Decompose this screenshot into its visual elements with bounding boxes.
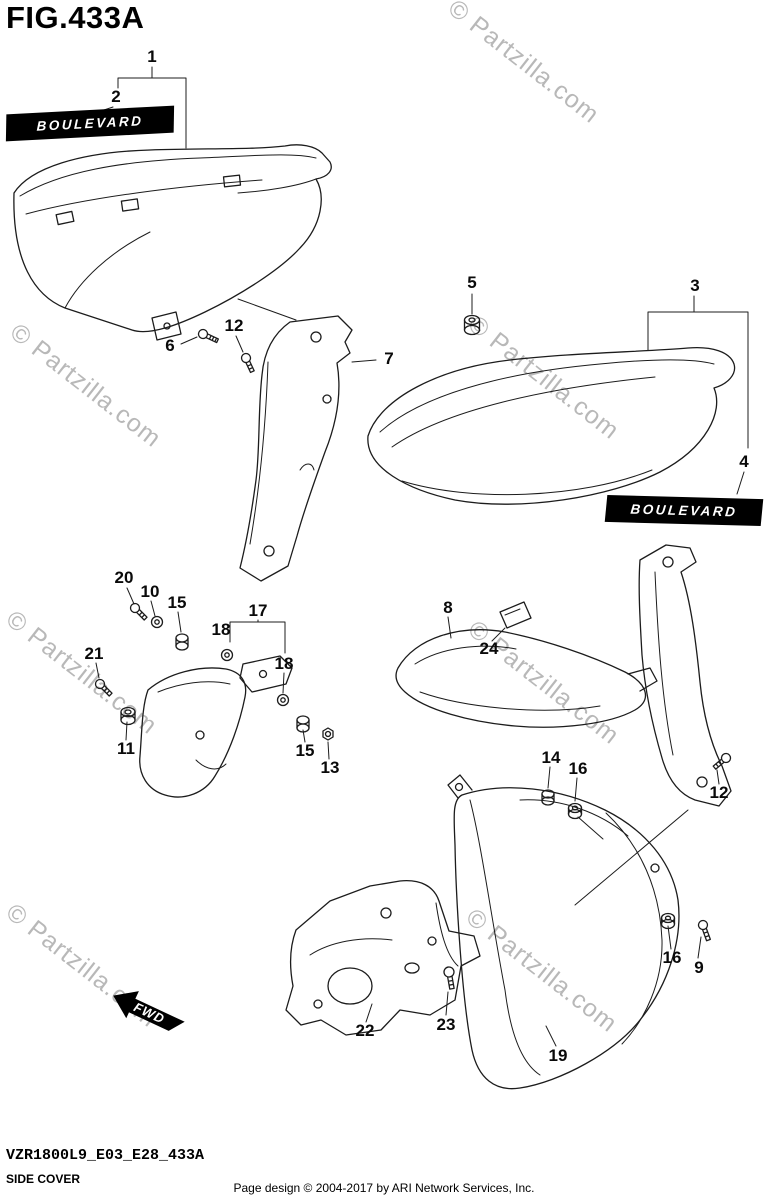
callout-19: 19: [548, 1046, 568, 1065]
part-bracket-22: [285, 880, 481, 1036]
figure-name: SIDE COVER: [6, 1172, 81, 1186]
callout-11: 11: [117, 739, 135, 758]
callout-15: 15: [295, 741, 315, 760]
callout-21: 21: [84, 644, 104, 663]
callout-9: 9: [694, 958, 704, 977]
fwd-label: FWD: [131, 999, 167, 1026]
callout-4: 4: [739, 452, 749, 471]
part-nut-16-lower: [660, 912, 676, 930]
part-cover-8: [395, 629, 658, 728]
part-screw-12-upper: [240, 352, 255, 374]
boulevard-badge-right: BOULEVARD: [604, 494, 764, 527]
callout-10: 10: [140, 582, 160, 601]
callout-14: 14: [541, 748, 561, 767]
callout-16: 16: [568, 759, 588, 778]
part-grommet-5: [463, 314, 481, 336]
callout-12: 12: [224, 316, 244, 335]
part-bracket-7: [239, 315, 353, 582]
callout-15: 15: [167, 593, 187, 612]
part-clip-24: [499, 601, 532, 629]
callout-6: 6: [165, 336, 175, 355]
callout-1: 1: [147, 47, 157, 66]
callout-18: 18: [211, 620, 231, 639]
callout-17: 17: [248, 601, 268, 620]
callout-18: 18: [274, 654, 294, 673]
fwd-arrow: FWD: [100, 960, 210, 1040]
part-side-cover-right: [367, 346, 736, 505]
part-screw-9: [697, 919, 712, 942]
figure-code: VZR1800L9_E03_E28_433A: [6, 1147, 205, 1164]
part-screw-6: [197, 328, 219, 344]
callout-12: 12: [709, 783, 729, 802]
part-screw-12-right: [712, 752, 732, 770]
callout-7: 7: [384, 349, 394, 368]
callout-2: 2: [111, 87, 121, 106]
figure-title: FIG.433A: [6, 0, 145, 35]
fastener-cluster: [94, 602, 334, 798]
part-side-cover-left: [13, 144, 332, 341]
callout-16: 16: [662, 948, 682, 967]
part-bracket-right: [638, 544, 732, 807]
callout-8: 8: [443, 598, 453, 617]
fwd-arrow-graphic: FWD: [113, 991, 185, 1031]
callout-5: 5: [467, 273, 477, 292]
callout-20: 20: [114, 568, 134, 587]
part-grommet-14: [541, 789, 555, 806]
leader-lines: [95, 66, 749, 1047]
page-credit: Page design © 2004-2017 by ARI Network S…: [233, 1181, 535, 1195]
callout-13: 13: [320, 758, 340, 777]
part-cover-19: [447, 774, 680, 1090]
callout-24: 24: [479, 639, 499, 658]
callout-22: 22: [355, 1021, 375, 1040]
callout-23: 23: [436, 1015, 456, 1034]
callout-3: 3: [690, 276, 700, 295]
part-bolt-23: [443, 966, 455, 990]
